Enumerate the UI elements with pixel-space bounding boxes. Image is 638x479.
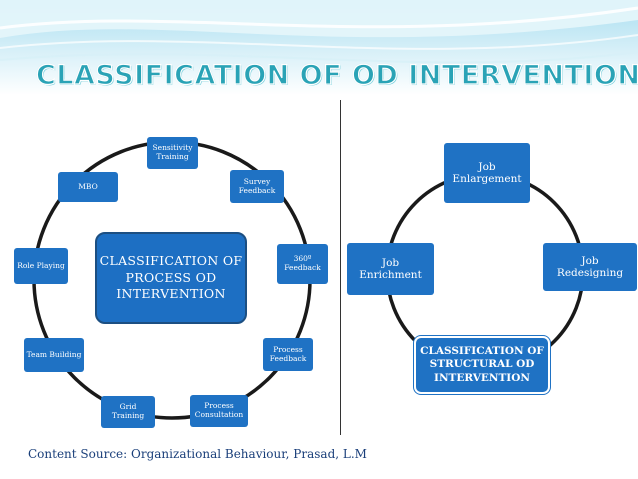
structural-center-box: CLASSIFICATION OF STRUCTURAL OD INTERVEN… (414, 336, 550, 394)
item-process-consultation: Process Consultation (190, 395, 248, 427)
item-team-building: Team Building (24, 338, 84, 372)
item-grid-training: Grid Training (101, 396, 155, 428)
process-center-box: CLASSIFICATION OF PROCESS OD INTERVENTIO… (95, 232, 247, 324)
item-survey-feedback: Survey Feedback (230, 170, 284, 203)
item-role-playing: Role Playing (14, 248, 68, 284)
item-360-feedback: 360º Feedback (277, 244, 328, 284)
item-job-enlargement: Job Enlargement (444, 143, 530, 203)
content-source: Content Source: Organizational Behaviour… (28, 447, 367, 461)
item-sensitivity-training: Sensitivity Training (147, 137, 198, 169)
item-process-feedback: Process Feedback (263, 338, 313, 371)
item-job-redesigning: Job Redesigning (543, 243, 637, 291)
item-job-enrichment: Job Enrichment (347, 243, 434, 295)
item-mbo: MBO (58, 172, 118, 202)
